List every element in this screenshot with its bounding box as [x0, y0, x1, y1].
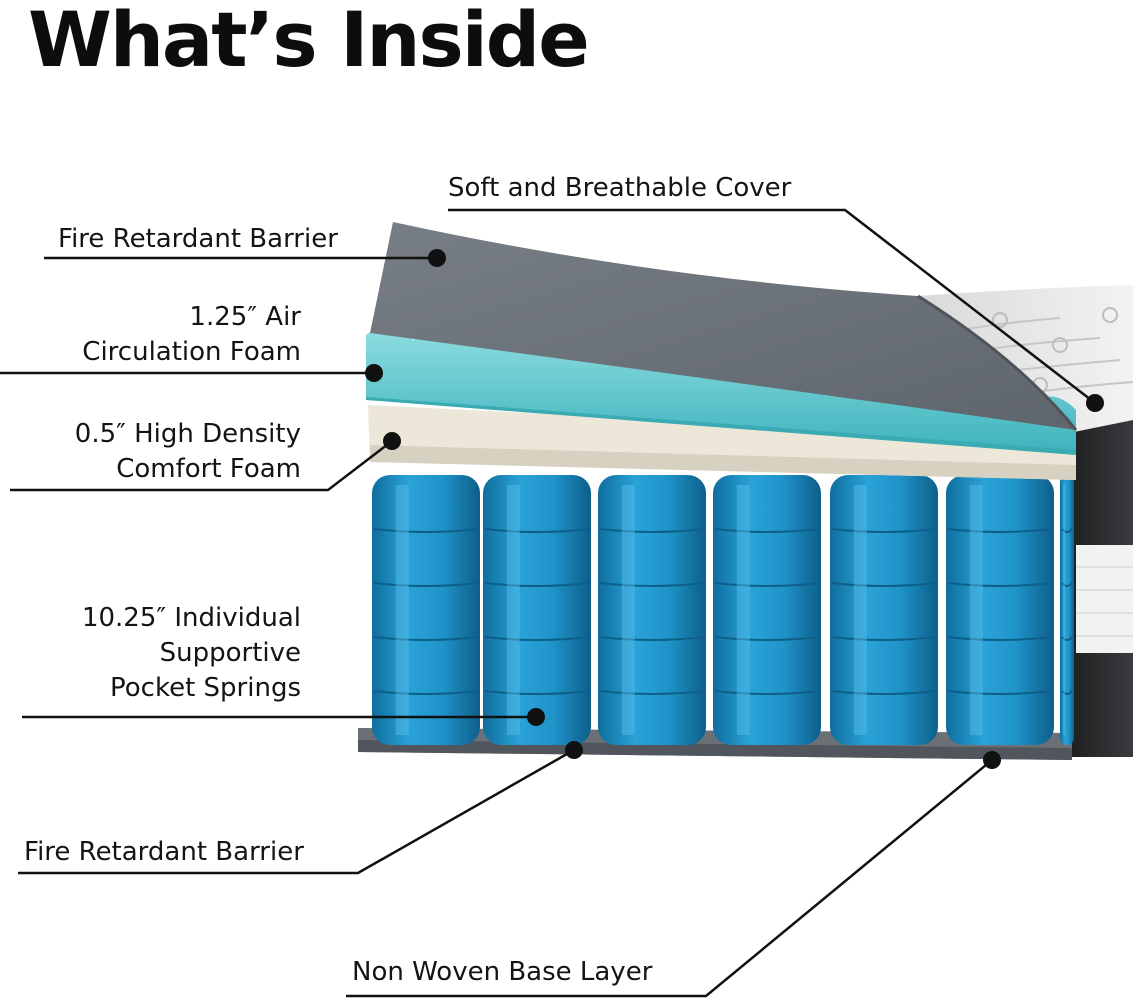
mattress-side-panel: [1072, 405, 1133, 757]
soft-breathable-cover: [918, 285, 1133, 432]
leader-line-cover: [448, 208, 1096, 404]
label-springs-line-1: 10.25″ Individual: [81, 603, 301, 633]
leader-dot-cover: [1086, 394, 1104, 412]
label-comfort-foam-line-2: Comfort Foam: [116, 454, 301, 484]
label-fire-barrier-top-line-1: Fire Retardant Barrier: [58, 224, 338, 254]
label-base-layer-line-1: Non Woven Base Layer: [352, 957, 653, 987]
label-cover: Soft and Breathable Cover: [448, 171, 791, 206]
air-circulation-foam-layer: [366, 326, 1076, 455]
pocket-spring: [483, 475, 591, 745]
label-fire-barrier-top: Fire Retardant Barrier: [58, 222, 338, 257]
label-base-layer: Non Woven Base Layer: [352, 955, 652, 990]
leader-line-base-layer: [346, 759, 993, 998]
label-springs-line-2: Supportive: [159, 638, 301, 668]
label-air-foam: 1.25″ Air Circulation Foam: [82, 300, 301, 370]
label-springs: 10.25″ Individual Supportive Pocket Spri…: [82, 601, 301, 706]
pocket-spring: [1060, 475, 1074, 745]
label-fire-barrier-bottom-line-1: Fire Retardant Barrier: [24, 837, 304, 867]
label-fire-barrier-bottom: Fire Retardant Barrier: [24, 835, 304, 870]
label-air-foam-line-1: 1.25″ Air: [189, 302, 301, 332]
fire-retardant-barrier-sheet: [370, 222, 1078, 431]
label-springs-line-3: Pocket Springs: [110, 673, 301, 703]
pocket-springs-row: [372, 475, 1074, 745]
leader-dot-springs: [527, 708, 545, 726]
leader-line-fire-barrier-bottom: [18, 748, 575, 875]
leader-dot-fire-barrier-bottom: [565, 741, 583, 759]
label-comfort-foam-line-1: 0.5″ High Density: [74, 419, 301, 449]
leader-lines: [0, 208, 1096, 998]
leader-dot-air-foam: [365, 364, 383, 382]
label-air-foam-line-2: Circulation Foam: [82, 337, 301, 367]
comfort-foam-layer: [368, 405, 1076, 480]
pocket-spring: [713, 475, 821, 745]
page-title: What’s Inside: [28, 0, 590, 84]
leader-dot-fire-barrier-top: [428, 249, 446, 267]
label-comfort-foam: 0.5″ High Density Comfort Foam: [75, 417, 301, 487]
leader-dot-comfort-foam: [383, 432, 401, 450]
leader-line-comfort-foam: [10, 440, 393, 492]
leader-dots: [365, 249, 1104, 769]
pocket-spring: [946, 475, 1054, 745]
pocket-spring: [372, 475, 480, 745]
label-cover-line-1: Soft and Breathable Cover: [448, 173, 792, 203]
pocket-spring: [598, 475, 706, 745]
leader-dot-base-layer: [983, 751, 1001, 769]
pocket-spring: [830, 475, 938, 745]
